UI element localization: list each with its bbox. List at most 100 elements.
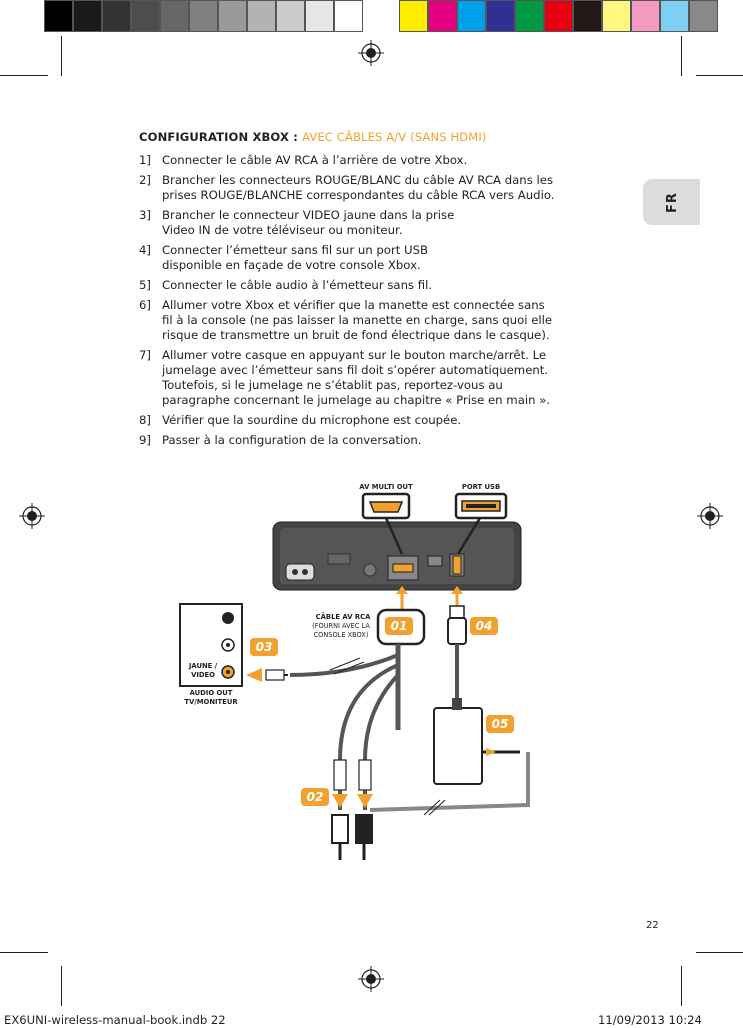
- crop-mark: [696, 952, 743, 953]
- step-number: 9]: [139, 433, 151, 447]
- gray-swatch: [334, 0, 363, 32]
- crop-mark: [0, 75, 48, 76]
- registration-mark-icon: [697, 503, 723, 529]
- audio-out-label-line2: TV/MONITEUR: [184, 698, 238, 706]
- instruction-step: 9] Passer à la configuration de la conver…: [139, 433, 589, 448]
- color-swatch: [689, 0, 718, 32]
- color-calibration-bar: [44, 0, 718, 32]
- registration-mark-icon: [19, 503, 45, 529]
- step-text: risque de transmettre un bruit de fond é…: [162, 328, 550, 342]
- instruction-step: 5] Connecter le câble audio à l’émetteur …: [139, 278, 589, 293]
- step-number: 5]: [139, 278, 151, 292]
- page-number: 22: [646, 920, 659, 931]
- gray-swatch: [131, 0, 160, 32]
- color-swatch: [631, 0, 660, 32]
- audio-plug-black: [355, 814, 373, 844]
- registration-mark-icon: [358, 966, 384, 992]
- step-number: 8]: [139, 413, 151, 427]
- step-text: Connecter le câble audio à l’émetteur sa…: [162, 278, 433, 292]
- step-text: jumelage avec l’émetteur sans fil doit s…: [162, 363, 549, 377]
- gray-swatch: [276, 0, 305, 32]
- color-swatch: [486, 0, 515, 32]
- instruction-step: 8] Vérifier que la sourdine du microphone…: [139, 413, 589, 428]
- footer-filename: EX6UNI-wireless-manual-book.indb 22: [4, 1013, 226, 1027]
- step-text: paragraphe concernant le jumelage au cha…: [162, 393, 551, 407]
- color-swatch: [573, 0, 602, 32]
- gray-swatch: [102, 0, 131, 32]
- step-badge-05: 05: [486, 715, 514, 733]
- instruction-step: 4] Connecter l’émetteur sans fil sur un p…: [139, 243, 589, 273]
- step-text: prises ROUGE/BLANCHE correspondantes du …: [162, 188, 555, 202]
- step-number: 3]: [139, 208, 151, 222]
- instruction-step: 3] Brancher le connecteur VIDEO jaune dan…: [139, 208, 589, 238]
- cable-label-line2: (FOURNI AVEC LA: [312, 622, 370, 630]
- gray-swatch: [73, 0, 102, 32]
- heading-accent: AVEC CÂBLES A/V (SANS HDMI): [302, 130, 487, 144]
- color-swatch: [544, 0, 573, 32]
- color-swatch: [399, 0, 428, 32]
- color-swatch: [602, 0, 631, 32]
- cable-label: CÂBLE AV RCA: [315, 613, 371, 621]
- instruction-step: 7] Allumer votre casque en appuyant sur l…: [139, 348, 589, 408]
- instruction-step: 1] Connecter le câble AV RCA à l’arrière …: [139, 153, 589, 168]
- language-tab: [643, 179, 700, 225]
- instruction-step: 6] Allumer votre Xbox et vérifier que la …: [139, 298, 589, 343]
- audio-out-label: AUDIO OUT: [189, 689, 233, 697]
- video-jack-label-line2: VIDEO: [191, 671, 215, 679]
- gray-swatch: [218, 0, 247, 32]
- gray-swatch: [160, 0, 189, 32]
- section-heading: CONFIGURATION XBOX : AVEC CÂBLES A/V (SA…: [139, 130, 487, 144]
- registration-mark-icon: [358, 40, 384, 66]
- step-number: 4]: [139, 243, 151, 257]
- gray-swatch: [305, 0, 334, 32]
- video-jack-label: JAUNE /: [188, 662, 218, 670]
- step-badge-03: 03: [250, 638, 278, 656]
- color-swatch: [660, 0, 689, 32]
- color-swatch: [515, 0, 544, 32]
- step-badge-02: 02: [301, 788, 329, 806]
- step-number: 7]: [139, 348, 151, 362]
- step-badge-01: 01: [385, 617, 413, 635]
- step-text: disponible en façade de votre console Xb…: [162, 258, 421, 272]
- step-text: Passer à la configuration de la conversa…: [162, 433, 422, 447]
- heading-bold: CONFIGURATION XBOX :: [139, 130, 298, 144]
- instruction-list: 1] Connecter le câble AV RCA à l’arrière …: [139, 153, 589, 453]
- color-swatch: [428, 0, 457, 32]
- av-multi-out-label: AV MULTI OUT: [359, 483, 413, 491]
- wireless-transmitter: [433, 707, 483, 785]
- crop-mark: [696, 75, 743, 76]
- cable-label-line3: CONSOLE XBOX): [313, 631, 369, 639]
- step-text: Brancher le connecteur VIDEO jaune dans …: [162, 208, 455, 222]
- instruction-step: 2] Brancher les connecteurs ROUGE/BLANC d…: [139, 173, 589, 203]
- swatch-gap: [363, 0, 399, 32]
- crop-mark: [681, 36, 682, 76]
- gray-swatch: [189, 0, 218, 32]
- usb-plug: [449, 605, 465, 619]
- step-text: Connecter le câble AV RCA à l’arrière de…: [162, 153, 468, 167]
- crop-mark: [681, 966, 682, 1006]
- step-text: Video IN de votre téléviseur ou moniteur…: [162, 223, 403, 237]
- footer-timestamp: 11/09/2013 10:24: [598, 1013, 702, 1027]
- crop-mark: [61, 966, 62, 1006]
- step-text: fil à la console (ne pas laisser la mane…: [162, 313, 553, 327]
- step-number: 1]: [139, 153, 151, 167]
- gray-swatch: [44, 0, 73, 32]
- audio-plug-white: [331, 814, 349, 844]
- step-text: Connecter l’émetteur sans fil sur un por…: [162, 243, 429, 257]
- color-swatch: [457, 0, 486, 32]
- step-badge-04: 04: [470, 617, 498, 635]
- step-number: 2]: [139, 173, 151, 187]
- gray-swatch: [247, 0, 276, 32]
- step-text: Brancher les connecteurs ROUGE/BLANC du …: [162, 173, 554, 187]
- connection-diagram: AV MULTI OUT PORT USB CÂBLE AV RCA (FOUR…: [170, 470, 550, 870]
- step-number: 6]: [139, 298, 151, 312]
- language-tab-label: FR: [664, 191, 680, 213]
- port-usb-label: PORT USB: [461, 483, 501, 491]
- step-text: Vérifier que la sourdine du microphone e…: [162, 413, 462, 427]
- step-text: Toutefois, si le jumelage ne s’établit p…: [162, 378, 503, 392]
- crop-mark: [0, 952, 48, 953]
- crop-mark: [61, 36, 62, 76]
- step-text: Allumer votre casque en appuyant sur le …: [162, 348, 547, 362]
- connection-diagram-svg: [179, 492, 530, 860]
- step-text: Allumer votre Xbox et vérifier que la ma…: [162, 298, 545, 312]
